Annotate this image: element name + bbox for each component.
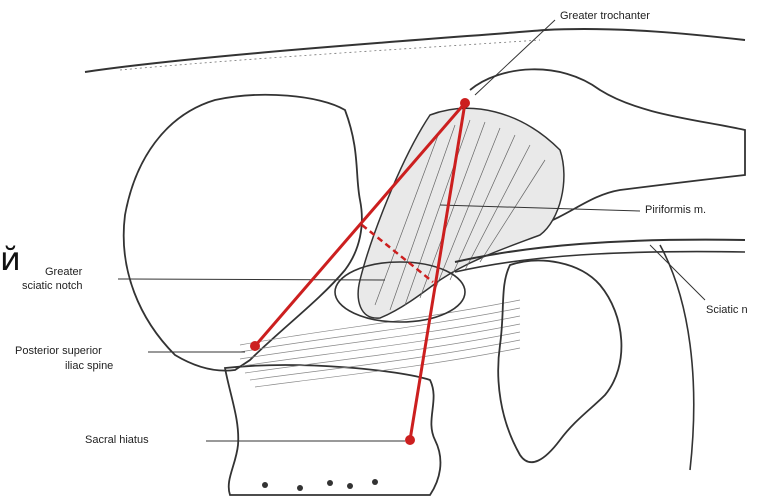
psis-point	[250, 341, 260, 351]
ischium-outline	[498, 261, 621, 463]
greater-sciatic-notch-label-1: Greater	[45, 266, 82, 279]
sacral-hiatus-label: Sacral hiatus	[85, 434, 149, 447]
cyrillic-fragment: й	[0, 240, 21, 278]
greater-sciatic-notch-label-2: sciatic notch	[22, 280, 83, 293]
skin-contour-shade	[120, 40, 540, 70]
piriformis-muscle	[358, 108, 564, 318]
skin-contour	[85, 29, 745, 72]
sacral-foramina	[262, 479, 378, 491]
gluteal-arc	[660, 245, 694, 470]
piriformis-label: Piriformis m.	[645, 204, 706, 217]
sacrum-outline	[225, 365, 440, 495]
ilium-outline	[124, 95, 362, 371]
sciatic-nerve-lower	[455, 252, 745, 272]
sacral-hiatus-point	[405, 435, 415, 445]
sciatic-nerve-label: Sciatic n	[706, 304, 748, 317]
trochanter-point	[460, 98, 470, 108]
posterior-superior-label-1: Posterior superior	[15, 345, 102, 358]
posterior-superior-label-2: iliac spine	[65, 360, 113, 373]
greater-trochanter-label: Greater trochanter	[560, 10, 650, 23]
